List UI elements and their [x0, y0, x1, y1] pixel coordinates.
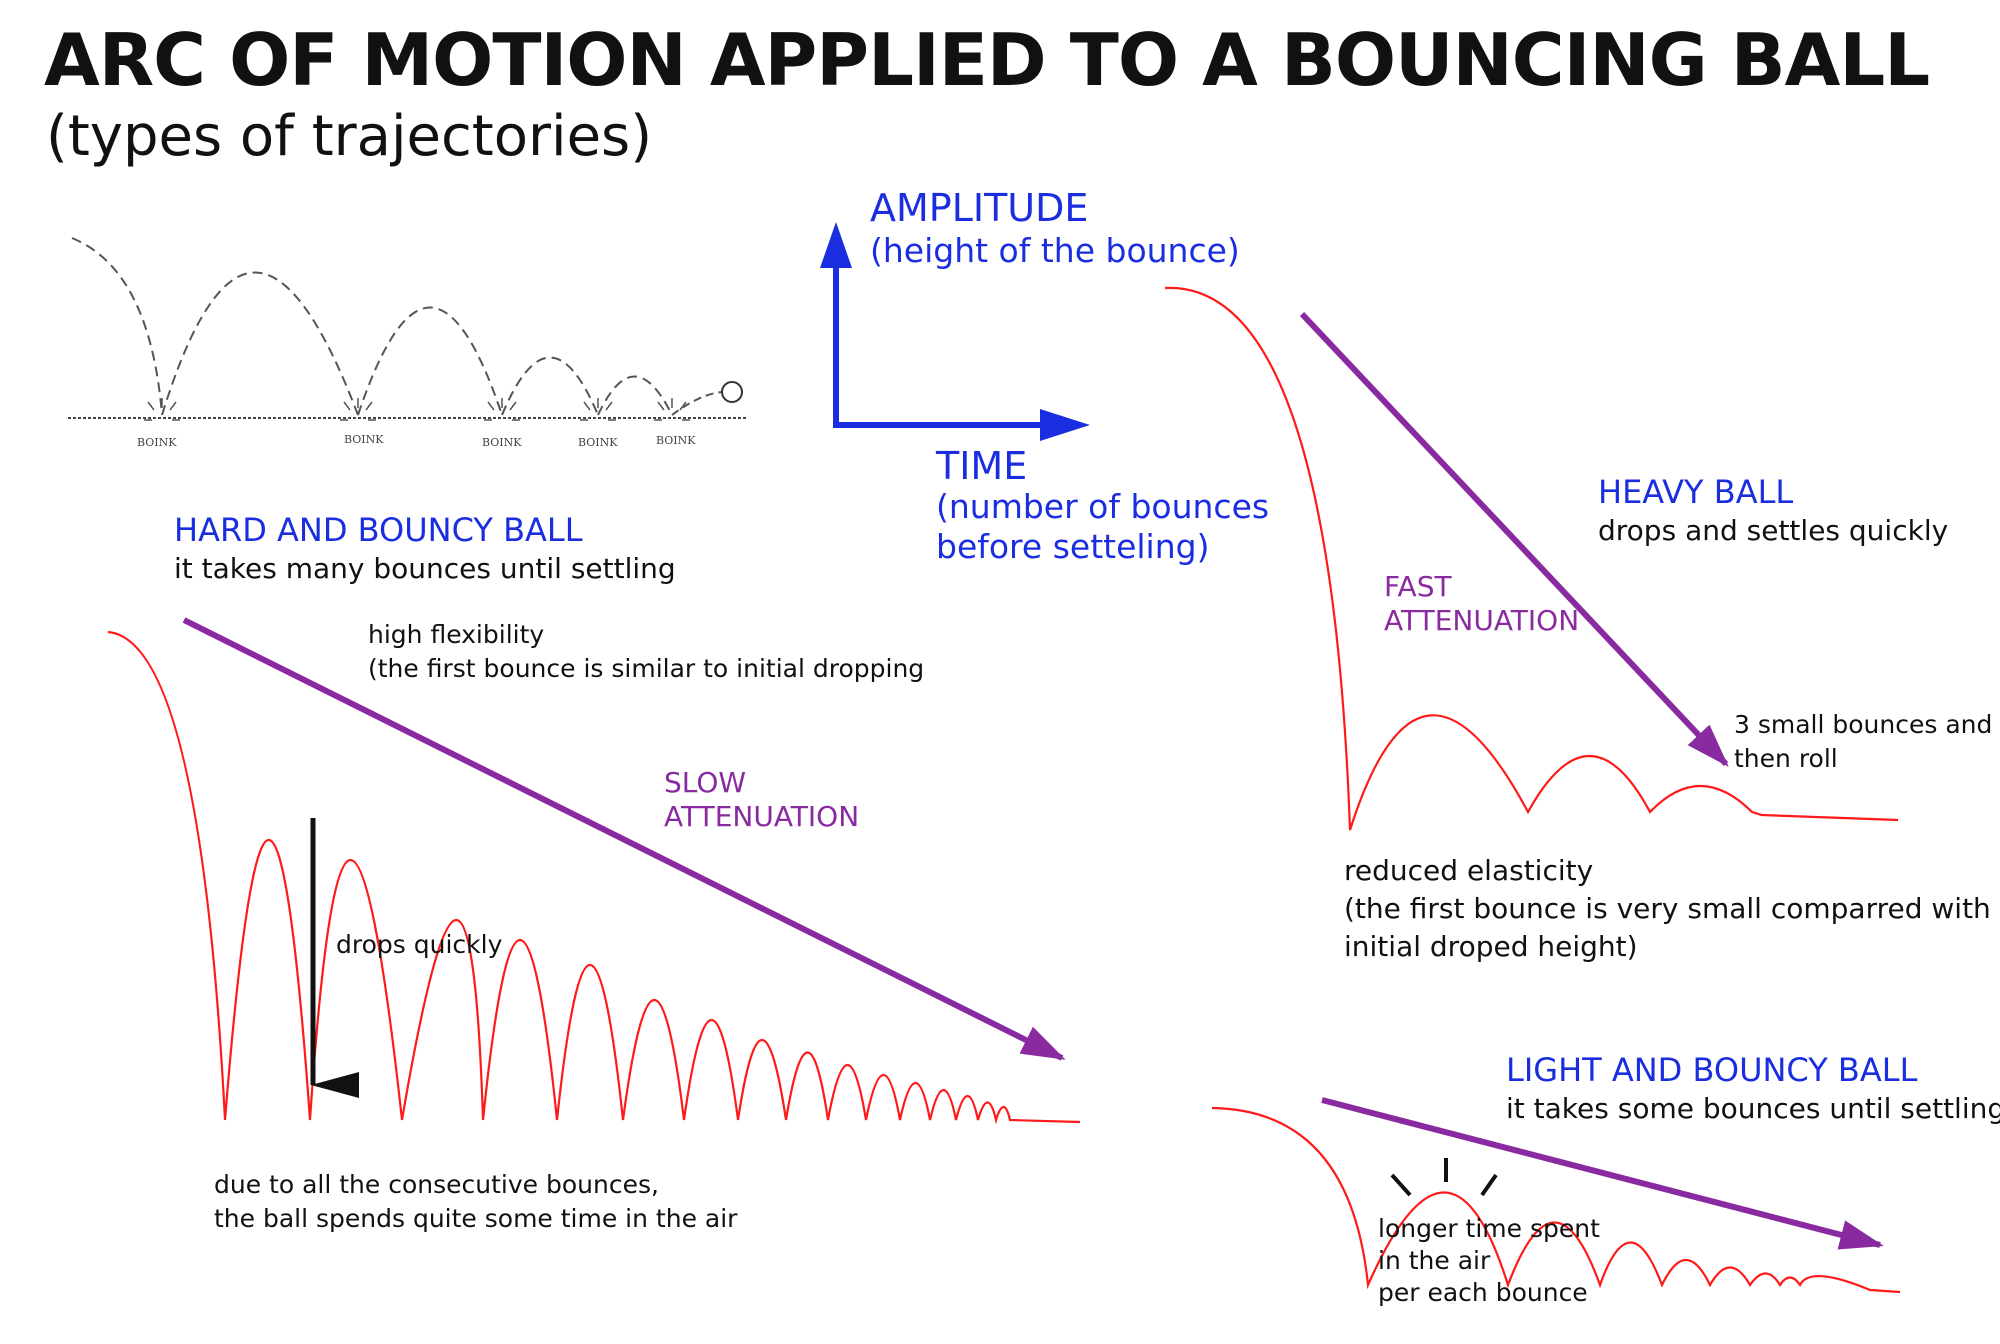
sketch-drop-path — [71, 237, 163, 416]
sketch-impact-label: BOINK — [656, 434, 696, 447]
hard-ball-flexibility-note: (the first bounce is similar to initial … — [368, 654, 925, 683]
air-time-light-line-2: in the air — [1378, 1246, 1491, 1275]
air-time-note-line-1: due to all the consecutive bounces, — [214, 1170, 659, 1199]
sketch-impact-marks — [144, 398, 690, 421]
amplitude-label: AMPLITUDE — [870, 186, 1089, 230]
fast-attenuation-label-2: ATTENUATION — [1384, 604, 1580, 637]
fast-attenuation-arrow — [1299, 311, 1729, 767]
reduced-elasticity-label: reduced elasticity — [1344, 854, 1594, 887]
air-time-note-line-2: the ball spends quite some time in the a… — [214, 1204, 738, 1233]
light-ball-description: it takes some bounces until settling — [1506, 1092, 2000, 1125]
light-ball-trajectory — [1211, 1106, 1901, 1294]
slow-attenuation-label: SLOW — [664, 766, 747, 799]
time-note-line-2: before setteling) — [936, 527, 1210, 566]
heavy-ball-curve — [1164, 286, 1899, 831]
hard-ball-description: it takes many bounces until settling — [174, 552, 676, 585]
air-time-light-line-1: longer time spent — [1378, 1214, 1600, 1243]
heavy-ball-description: drops and settles quickly — [1598, 514, 1949, 547]
air-time-light-line-3: per each bounce — [1378, 1278, 1588, 1307]
slow-attenuation-label-2: ATTENUATION — [664, 800, 860, 833]
page-subtitle: (types of trajectories) — [46, 104, 653, 169]
page-title: ARC OF MOTION APPLIED TO A BOUNCING BALL — [44, 18, 1930, 102]
small-bounces-note-line-1: 3 small bounces and — [1734, 710, 1993, 739]
heavy-ball-trajectory — [1164, 286, 1899, 831]
reduced-elasticity-note-line-2: initial droped height) — [1344, 930, 1638, 963]
sketch-roll-path — [671, 391, 723, 416]
amplitude-note: (height of the bounce) — [870, 231, 1240, 270]
sketch-impact-label: BOINK — [344, 433, 384, 446]
hard-ball-flexibility: high flexibility — [368, 620, 545, 649]
time-label: TIME — [936, 444, 1028, 488]
time-arrowhead — [1040, 409, 1090, 441]
time-note-line-1: (number of bounces — [936, 487, 1270, 526]
light-ball-curve — [1211, 1097, 1901, 1294]
light-attenuation-arrow — [1321, 1097, 1884, 1250]
fast-attenuation-label: FAST — [1384, 570, 1452, 603]
sketch-ball — [721, 381, 743, 403]
sketch-bounce-arc — [597, 375, 673, 416]
light-ball-heading: LIGHT AND BOUNCY BALL — [1506, 1051, 1918, 1089]
slow-attenuation-arrow — [182, 617, 1066, 1061]
heavy-ball-heading: HEAVY BALL — [1598, 473, 1794, 511]
reduced-elasticity-note-line-1: (the first bounce is very small comparre… — [1344, 892, 2000, 925]
bounce-sketch — [68, 237, 748, 421]
sketch-impact-label: BOINK — [137, 436, 177, 449]
axes-legend — [820, 222, 1090, 441]
sketch-bounce-arc — [161, 271, 359, 416]
sketch-impact-label: BOINK — [578, 436, 618, 449]
hard-ball-heading: HARD AND BOUNCY BALL — [174, 511, 583, 549]
small-bounces-note-line-2: then roll — [1734, 744, 1838, 773]
air-time-ticks — [1390, 1158, 1498, 1197]
sketch-bounce-arc — [357, 306, 503, 416]
hard-ball-trajectory — [107, 630, 1081, 1125]
drops-quickly-label: drops quickly — [336, 930, 503, 959]
amplitude-arrowhead — [820, 222, 852, 268]
sketch-impact-label: BOINK — [482, 436, 522, 449]
sketch-bounce-arc — [501, 356, 599, 416]
hard-ball-curve — [107, 617, 1081, 1125]
